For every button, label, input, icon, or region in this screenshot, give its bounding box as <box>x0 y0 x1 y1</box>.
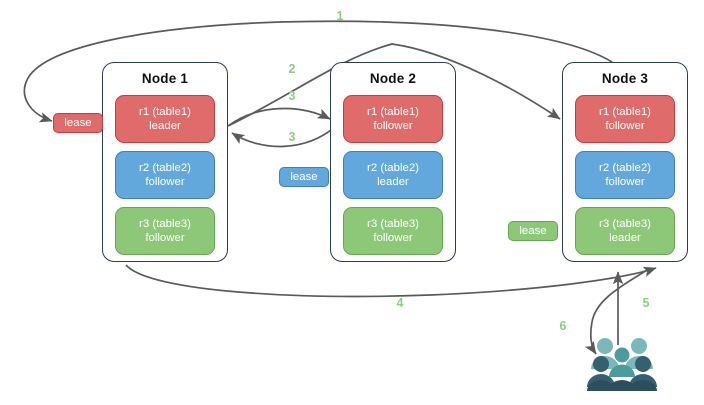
replica-range-label: r2 (table2) <box>367 162 419 174</box>
node-1-replica-r1[interactable]: r1 (table1) leader <box>115 95 215 143</box>
edge-step-5 <box>125 264 657 298</box>
replica-range-label: r1 (table1) <box>599 106 651 118</box>
lease-badge-r2[interactable]: lease <box>279 167 329 187</box>
node-3-container: Node 3 r1 (table1) follower r2 (table2) … <box>562 62 688 262</box>
step-label-3: 3 <box>288 89 296 103</box>
edge-step-2 <box>23 20 613 123</box>
replica-role-label: leader <box>609 232 641 244</box>
node-3-replica-r3[interactable]: r3 (table3) leader <box>575 207 675 255</box>
lease-badge-r3[interactable]: lease <box>508 221 558 241</box>
edge-step-3-to-node2 <box>227 107 331 127</box>
node-2-replica-r3[interactable]: r3 (table3) follower <box>343 207 443 255</box>
step-label-6: 5 <box>642 296 650 310</box>
node-3-replica-r2[interactable]: r2 (table2) follower <box>575 151 675 199</box>
replica-range-label: r1 (table1) <box>367 106 419 118</box>
node-1-replica-r3[interactable]: r3 (table3) follower <box>115 207 215 255</box>
node-2-replica-r1[interactable]: r1 (table1) follower <box>343 95 443 143</box>
node-1-replica-r2[interactable]: r2 (table2) follower <box>115 151 215 199</box>
step-label-4: 3 <box>288 130 296 144</box>
step-label-5: 4 <box>396 296 404 310</box>
replica-range-label: r2 (table2) <box>599 162 651 174</box>
replica-range-label: r3 (table3) <box>599 218 651 230</box>
node-1-container: Node 1 r1 (table1) leader r2 (table2) fo… <box>102 62 228 262</box>
node-3-replica-r1[interactable]: r1 (table1) follower <box>575 95 675 143</box>
node-1-title: Node 1 <box>141 71 189 86</box>
edge-step-6 <box>584 267 651 355</box>
lease-badge-r1[interactable]: lease <box>53 113 103 133</box>
replica-range-label: r3 (table3) <box>139 218 191 230</box>
step-label-2: 2 <box>288 62 296 76</box>
edge-step-4-ack <box>231 125 337 148</box>
step-label-7: 6 <box>559 319 567 333</box>
replica-range-label: r2 (table2) <box>139 162 191 174</box>
replica-range-label: r3 (table3) <box>367 218 419 230</box>
replica-role-label: follower <box>373 232 413 244</box>
node-2-replica-r2[interactable]: r2 (table2) leader <box>343 151 443 199</box>
node-2-container: Node 2 r1 (table1) follower r2 (table2) … <box>330 62 456 262</box>
replica-role-label: follower <box>145 232 185 244</box>
step-label-1: 1 <box>336 9 344 23</box>
node-3-title: Node 3 <box>601 71 649 86</box>
replica-role-label: follower <box>605 120 645 132</box>
replica-role-label: leader <box>149 120 181 132</box>
edge-step-3-to-node3 <box>227 43 561 127</box>
replica-range-label: r1 (table1) <box>139 106 191 118</box>
node-2-title: Node 2 <box>369 71 417 86</box>
replica-role-label: follower <box>605 176 645 188</box>
replica-role-label: follower <box>373 120 413 132</box>
replica-role-label: leader <box>377 176 409 188</box>
replica-role-label: follower <box>145 176 185 188</box>
